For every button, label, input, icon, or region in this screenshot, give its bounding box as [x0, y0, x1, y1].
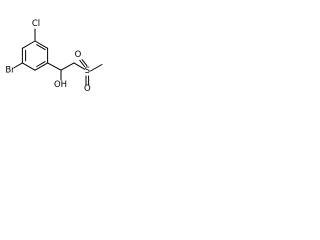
ring-bond [34, 40, 49, 49]
atom-label-bromine: Br [5, 66, 15, 76]
bond-sulfur-to-methyl [90, 64, 103, 72]
atom-label-oxygen-upper: O [75, 50, 82, 60]
atom-label-hydroxyl: OH [54, 80, 67, 90]
ring-bond [21, 62, 36, 71]
ring-double-bond-inner [36, 61, 46, 67]
benzene-ring [21, 40, 49, 71]
bond-ring-to-carbinol [47, 62, 62, 71]
bond-ring-to-bromine [14, 62, 23, 68]
bond-carbinol-to-methylene [60, 62, 75, 71]
molecule-structure: Cl Br OH S O O [5, 19, 103, 94]
atom-label-sulfur: S [85, 66, 90, 76]
atom-label-chlorine: Cl [32, 19, 40, 29]
bond-sulfur-to-oxygen-upper [81, 59, 88, 67]
ring-double-bond-inner [36, 44, 46, 51]
bond-methylene-to-sulfur [73, 62, 85, 70]
ring-bond [21, 40, 36, 49]
ring-bond [34, 62, 49, 71]
bond-sulfur-to-oxygen-upper [79, 59, 86, 67]
atom-label-oxygen-lower: O [84, 84, 91, 94]
